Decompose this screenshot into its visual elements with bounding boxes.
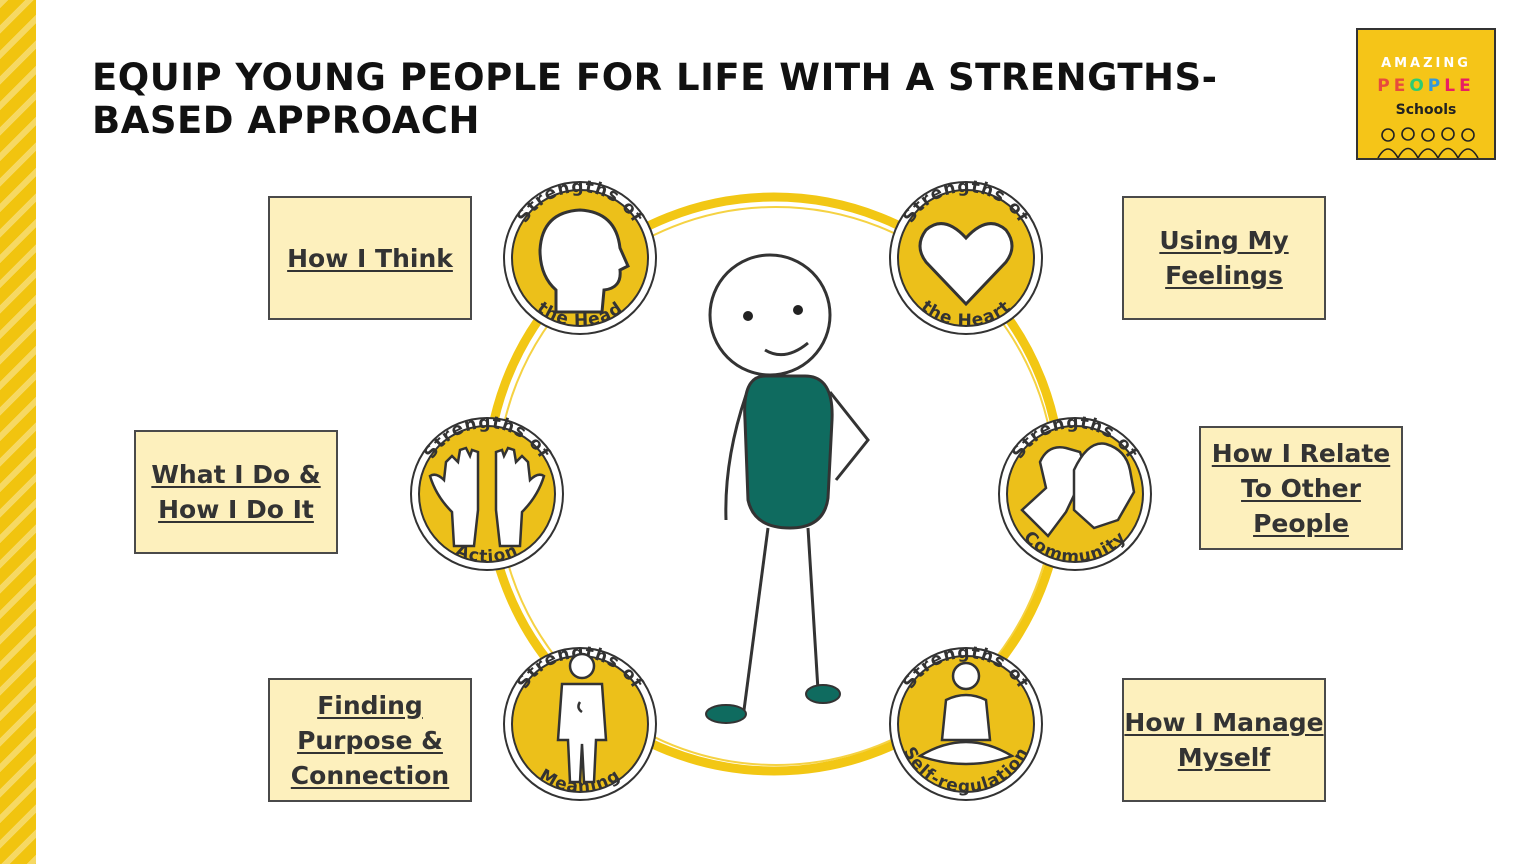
label-using-my-feelings: Using My Feelings [1159,226,1289,290]
person-figure [705,253,870,724]
strength-circle-meaning: Strengths of Meaning [503,643,657,801]
logo-line-1: AMAZING [1381,56,1471,71]
heart-icon [918,222,1014,307]
label-box-how-i-think: How I Think [268,196,472,320]
strength-circle-heart: Strengths of the Heart [889,177,1043,335]
strength-circle-action: Strengths of Action [410,413,564,571]
people-silhouettes-icon [1377,127,1479,158]
label-box-how-i-manage: How I Manage Myself [1122,678,1326,802]
label-box-how-i-relate: How I Relate To Other People [1199,426,1403,550]
logo-line-2: PEOPLE [1377,76,1475,96]
puzzle-person-icon [556,652,608,784]
label-how-i-relate: How I Relate To Other People [1211,438,1391,538]
side-stripe [0,0,36,864]
label-box-using-my-feelings: Using My Feelings [1122,196,1326,320]
page-title: EQUIP YOUNG PEOPLE FOR LIFE WITH A STREN… [92,56,1218,142]
logo-line-3: Schools [1395,102,1457,118]
strength-circle-community: Strengths of Community [998,413,1152,571]
strength-circle-head: Strengths of the Head [503,177,657,335]
label-what-i-do: What I Do & How I Do It [151,460,321,524]
label-how-i-think: How I Think [287,243,453,273]
logo: AMAZING PEOPLE Schools [1356,28,1496,160]
label-finding-purpose: Finding Purpose & Connection [290,690,450,790]
handshake-icon [1020,442,1136,538]
label-box-what-i-do: What I Do & How I Do It [134,430,338,554]
label-how-i-manage: How I Manage Myself [1124,708,1324,772]
label-box-finding-purpose: Finding Purpose & Connection [268,678,472,802]
strength-circle-self-regulation: Strengths of Self-regulation [889,643,1043,801]
hands-icon [428,446,546,548]
head-icon [538,208,630,314]
meditation-icon [917,661,1015,766]
